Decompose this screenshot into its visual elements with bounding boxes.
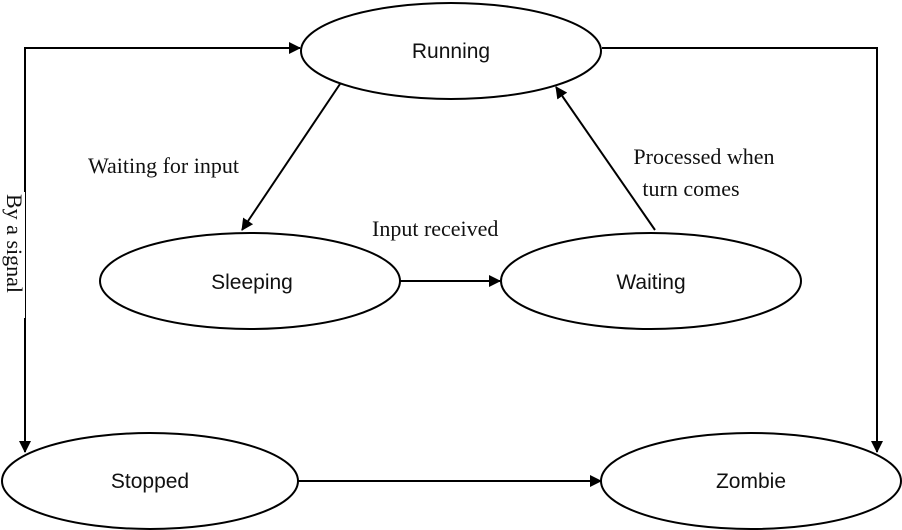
state-sleeping-label: Sleeping: [211, 271, 293, 294]
edge-running-to-zombie: [602, 47, 883, 453]
label-by-a-signal: By a signal: [2, 194, 27, 293]
edge-running-to-sleeping: [241, 83, 341, 231]
state-zombie: Zombie: [600, 432, 902, 530]
state-waiting-label: Waiting: [616, 271, 685, 294]
label-processed-when: Processed when: [633, 144, 774, 169]
state-running: Running: [300, 2, 602, 100]
edge-waiting-to-running: [555, 86, 656, 231]
state-stopped: Stopped: [1, 432, 299, 530]
state-sleeping: Sleeping: [99, 232, 401, 330]
state-waiting: Waiting: [500, 232, 802, 330]
state-running-label: Running: [412, 40, 490, 63]
state-stopped-label: Stopped: [111, 470, 189, 493]
label-turn-comes: turn comes: [642, 176, 739, 201]
state-zombie-label: Zombie: [716, 470, 786, 493]
label-input-received: Input received: [372, 216, 498, 241]
label-waiting-for-input: Waiting for input: [88, 153, 239, 178]
